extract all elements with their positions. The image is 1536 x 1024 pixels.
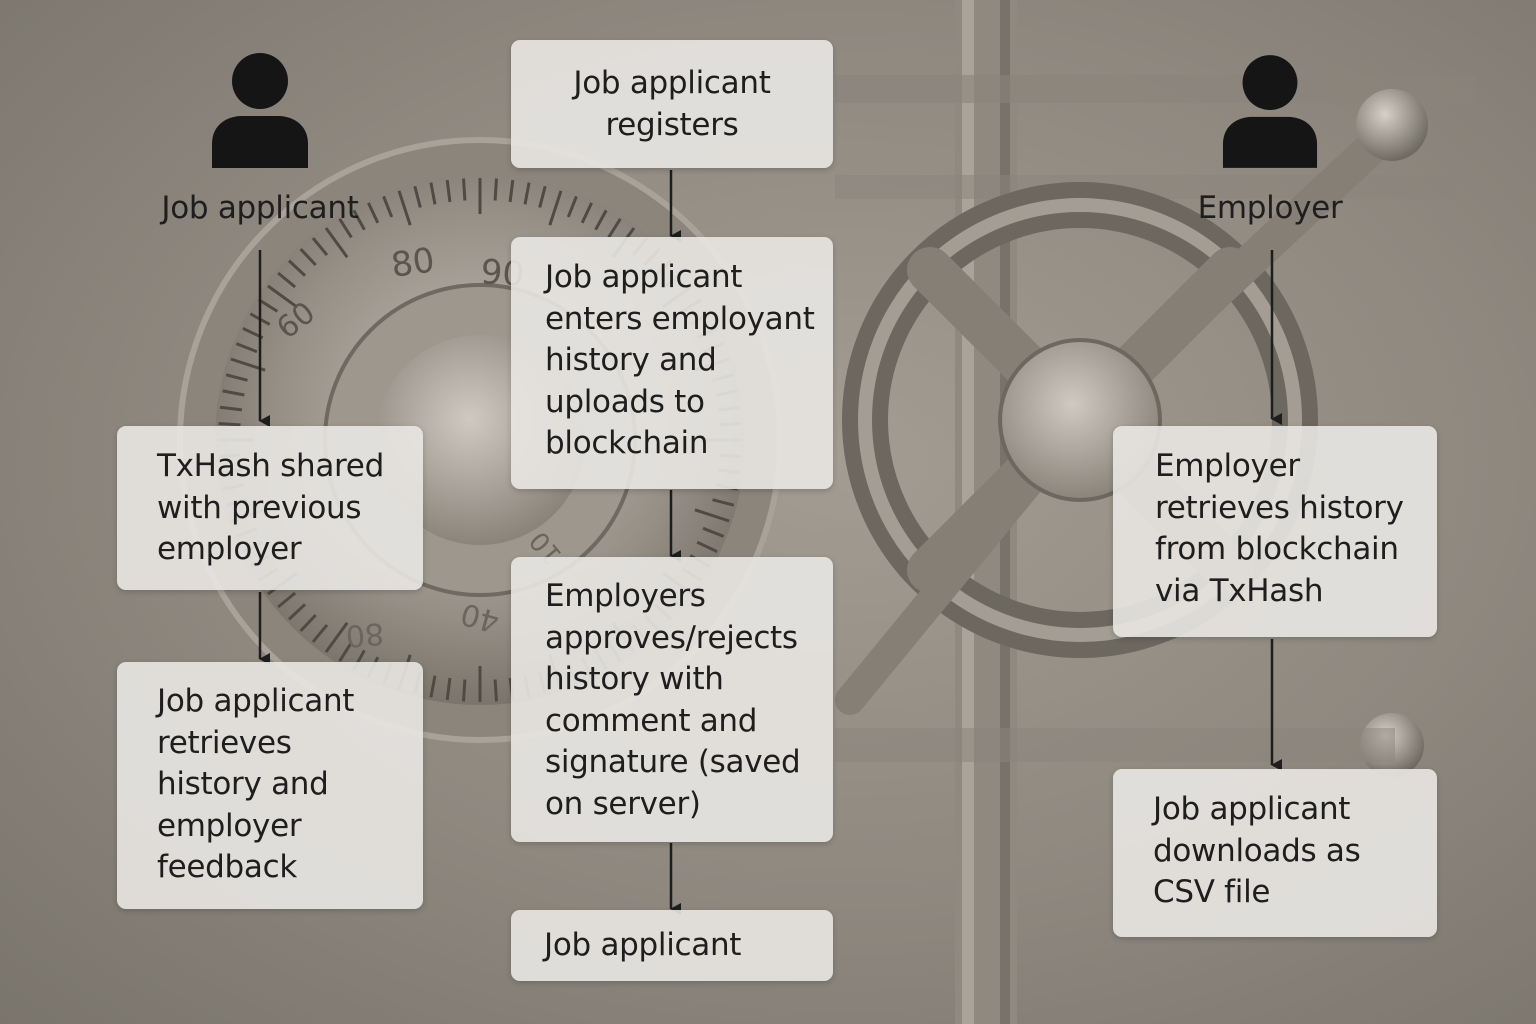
dial-tick bbox=[462, 178, 467, 201]
dial-tick bbox=[311, 237, 329, 257]
dial-tick bbox=[311, 623, 329, 643]
dial-tick bbox=[324, 227, 349, 259]
actor-employer: Employer bbox=[1170, 54, 1370, 226]
dial-tick bbox=[413, 185, 422, 208]
dial-tick bbox=[429, 675, 437, 698]
step-txhash-shared: TxHash shared with previous employer bbox=[117, 426, 423, 590]
step-approve: Employers approves/rejects history with … bbox=[511, 557, 833, 842]
dial-tick bbox=[287, 603, 307, 621]
dial-tick bbox=[607, 217, 622, 239]
step-retrieve-feedback: Job applicant retrieves history and empl… bbox=[117, 662, 423, 909]
dial-tick bbox=[429, 182, 437, 205]
dial-tick bbox=[299, 613, 317, 633]
dial-tick bbox=[538, 185, 547, 208]
dial-tick bbox=[299, 247, 317, 267]
dial-tick bbox=[694, 508, 730, 523]
dial-tick bbox=[324, 621, 349, 653]
dial-tick bbox=[267, 284, 299, 309]
dial-tick bbox=[462, 679, 467, 702]
actor-job-applicant: Job applicant bbox=[140, 52, 380, 226]
dial-tick bbox=[235, 342, 258, 354]
dial-tick bbox=[352, 209, 366, 231]
dial-tick bbox=[397, 190, 412, 226]
step-register: Job applicant registers bbox=[511, 40, 833, 168]
actor-label: Job applicant bbox=[161, 190, 359, 226]
knob-icon bbox=[1356, 89, 1428, 161]
dial-tick bbox=[712, 498, 735, 507]
dial-tick bbox=[338, 641, 353, 663]
step-employer-retrieves: Employer retrieves history from blockcha… bbox=[1113, 426, 1437, 637]
dial-tick bbox=[338, 217, 353, 239]
dial-number: 80 bbox=[389, 240, 437, 286]
dial-tick bbox=[222, 389, 245, 397]
dial-tick bbox=[696, 540, 718, 553]
step-download-csv: Job applicant downloads as CSV file bbox=[1113, 769, 1437, 937]
step-enter-history: Job applicant enters employant history a… bbox=[511, 237, 833, 489]
step-job-applicant: Job applicant bbox=[511, 910, 833, 981]
dial-tick bbox=[277, 591, 297, 609]
dial-tick bbox=[287, 259, 307, 277]
dial-tick bbox=[382, 195, 394, 218]
dial-tick bbox=[493, 178, 498, 201]
person-icon bbox=[1222, 55, 1318, 168]
dial-tick bbox=[367, 202, 380, 224]
dial-tick bbox=[523, 182, 531, 205]
dial-tick bbox=[445, 677, 452, 701]
dial-tick bbox=[277, 271, 297, 289]
dial-tick bbox=[508, 179, 515, 203]
dial-tick bbox=[594, 209, 608, 231]
dial-tick bbox=[548, 190, 563, 226]
dial-tick bbox=[702, 526, 725, 538]
dial-tick bbox=[580, 202, 593, 224]
dial-tick bbox=[257, 298, 279, 313]
dial-tick bbox=[218, 422, 241, 427]
actor-label: Employer bbox=[1197, 190, 1343, 226]
dial-tick bbox=[493, 679, 498, 702]
dial-tick bbox=[219, 405, 243, 412]
dial-tick bbox=[566, 195, 578, 218]
dial-tick bbox=[225, 373, 248, 382]
person-icon bbox=[212, 53, 308, 168]
dial-tick bbox=[445, 179, 452, 203]
dial-number: 80 bbox=[344, 615, 385, 653]
